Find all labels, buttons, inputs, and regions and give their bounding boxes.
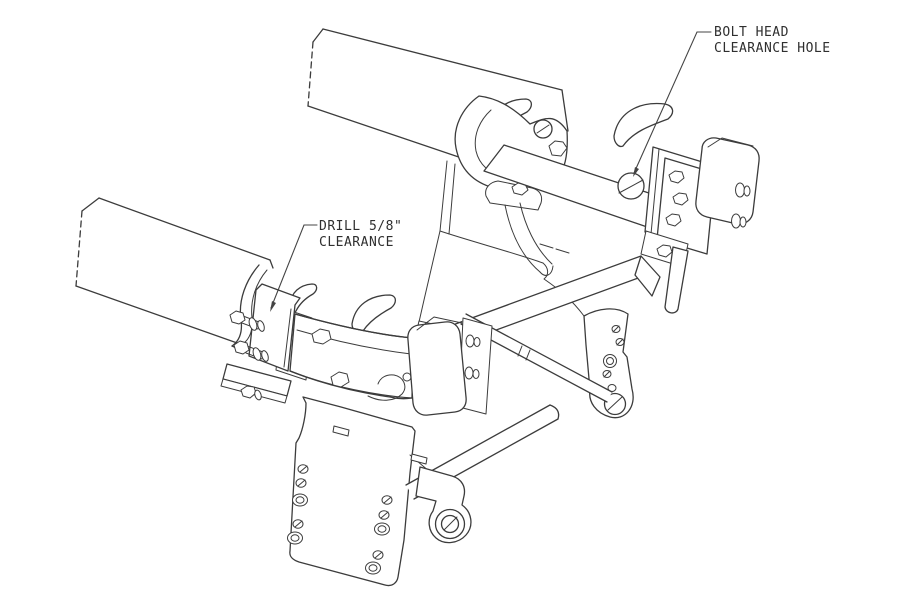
annotation-text: DRILL 5/8" <box>319 219 402 234</box>
hex-bolt <box>672 192 689 206</box>
main-mount-plate-left <box>287 396 457 587</box>
receiver-block <box>407 321 467 416</box>
carriage-bolt <box>292 493 308 507</box>
annotation-bolt-head-clearance: BOLT HEAD CLEARANCE HOLE <box>633 25 831 177</box>
tube-end-face <box>634 255 661 297</box>
frame-rail-bottom <box>75 197 274 345</box>
horn-arm <box>289 313 414 399</box>
leader-arrowhead <box>270 301 276 312</box>
bolt-hole-column-left <box>287 464 309 545</box>
annotation-text: BOLT HEAD <box>714 25 789 40</box>
nut-stack <box>731 213 747 229</box>
flange-leaf-lower-right <box>351 294 397 334</box>
carriage-bolt <box>365 561 381 575</box>
hex-bolt <box>548 140 568 157</box>
hex-bolt <box>665 213 682 227</box>
carriage-bolt <box>287 531 303 545</box>
nut-stack <box>464 366 480 380</box>
flange-leaf-upper-right <box>613 102 674 148</box>
lower-mount-assembly <box>220 264 493 416</box>
annotation-text: CLEARANCE HOLE <box>714 41 831 56</box>
main-mount-plate-right <box>583 308 634 419</box>
nut-stack <box>735 182 751 198</box>
plate-slot <box>332 425 350 437</box>
leader-arrowhead <box>633 167 639 177</box>
bolt-hole-column-right <box>365 495 393 575</box>
hex-bolt <box>668 170 685 184</box>
hex-bolt <box>330 371 350 388</box>
lug-eye-bracket <box>415 466 472 544</box>
leader-line <box>270 224 318 309</box>
leader-line <box>633 31 712 174</box>
annotation-text: CLEARANCE <box>319 235 394 250</box>
hanger-strap <box>664 246 689 314</box>
upper-mount-assembly <box>454 95 760 314</box>
annotation-drill-clearance: DRILL 5/8" CLEARANCE <box>270 219 402 312</box>
stud <box>402 372 412 382</box>
nut-stack <box>465 334 481 348</box>
bracket-plate-lower <box>248 283 301 372</box>
carriage-bolt <box>374 522 390 536</box>
spacer-block <box>695 137 760 225</box>
hex-bolt <box>311 328 332 345</box>
clearance-bolt-upper <box>229 310 265 332</box>
clearance-bolt-lower <box>233 340 269 362</box>
plate-slot <box>410 453 428 465</box>
